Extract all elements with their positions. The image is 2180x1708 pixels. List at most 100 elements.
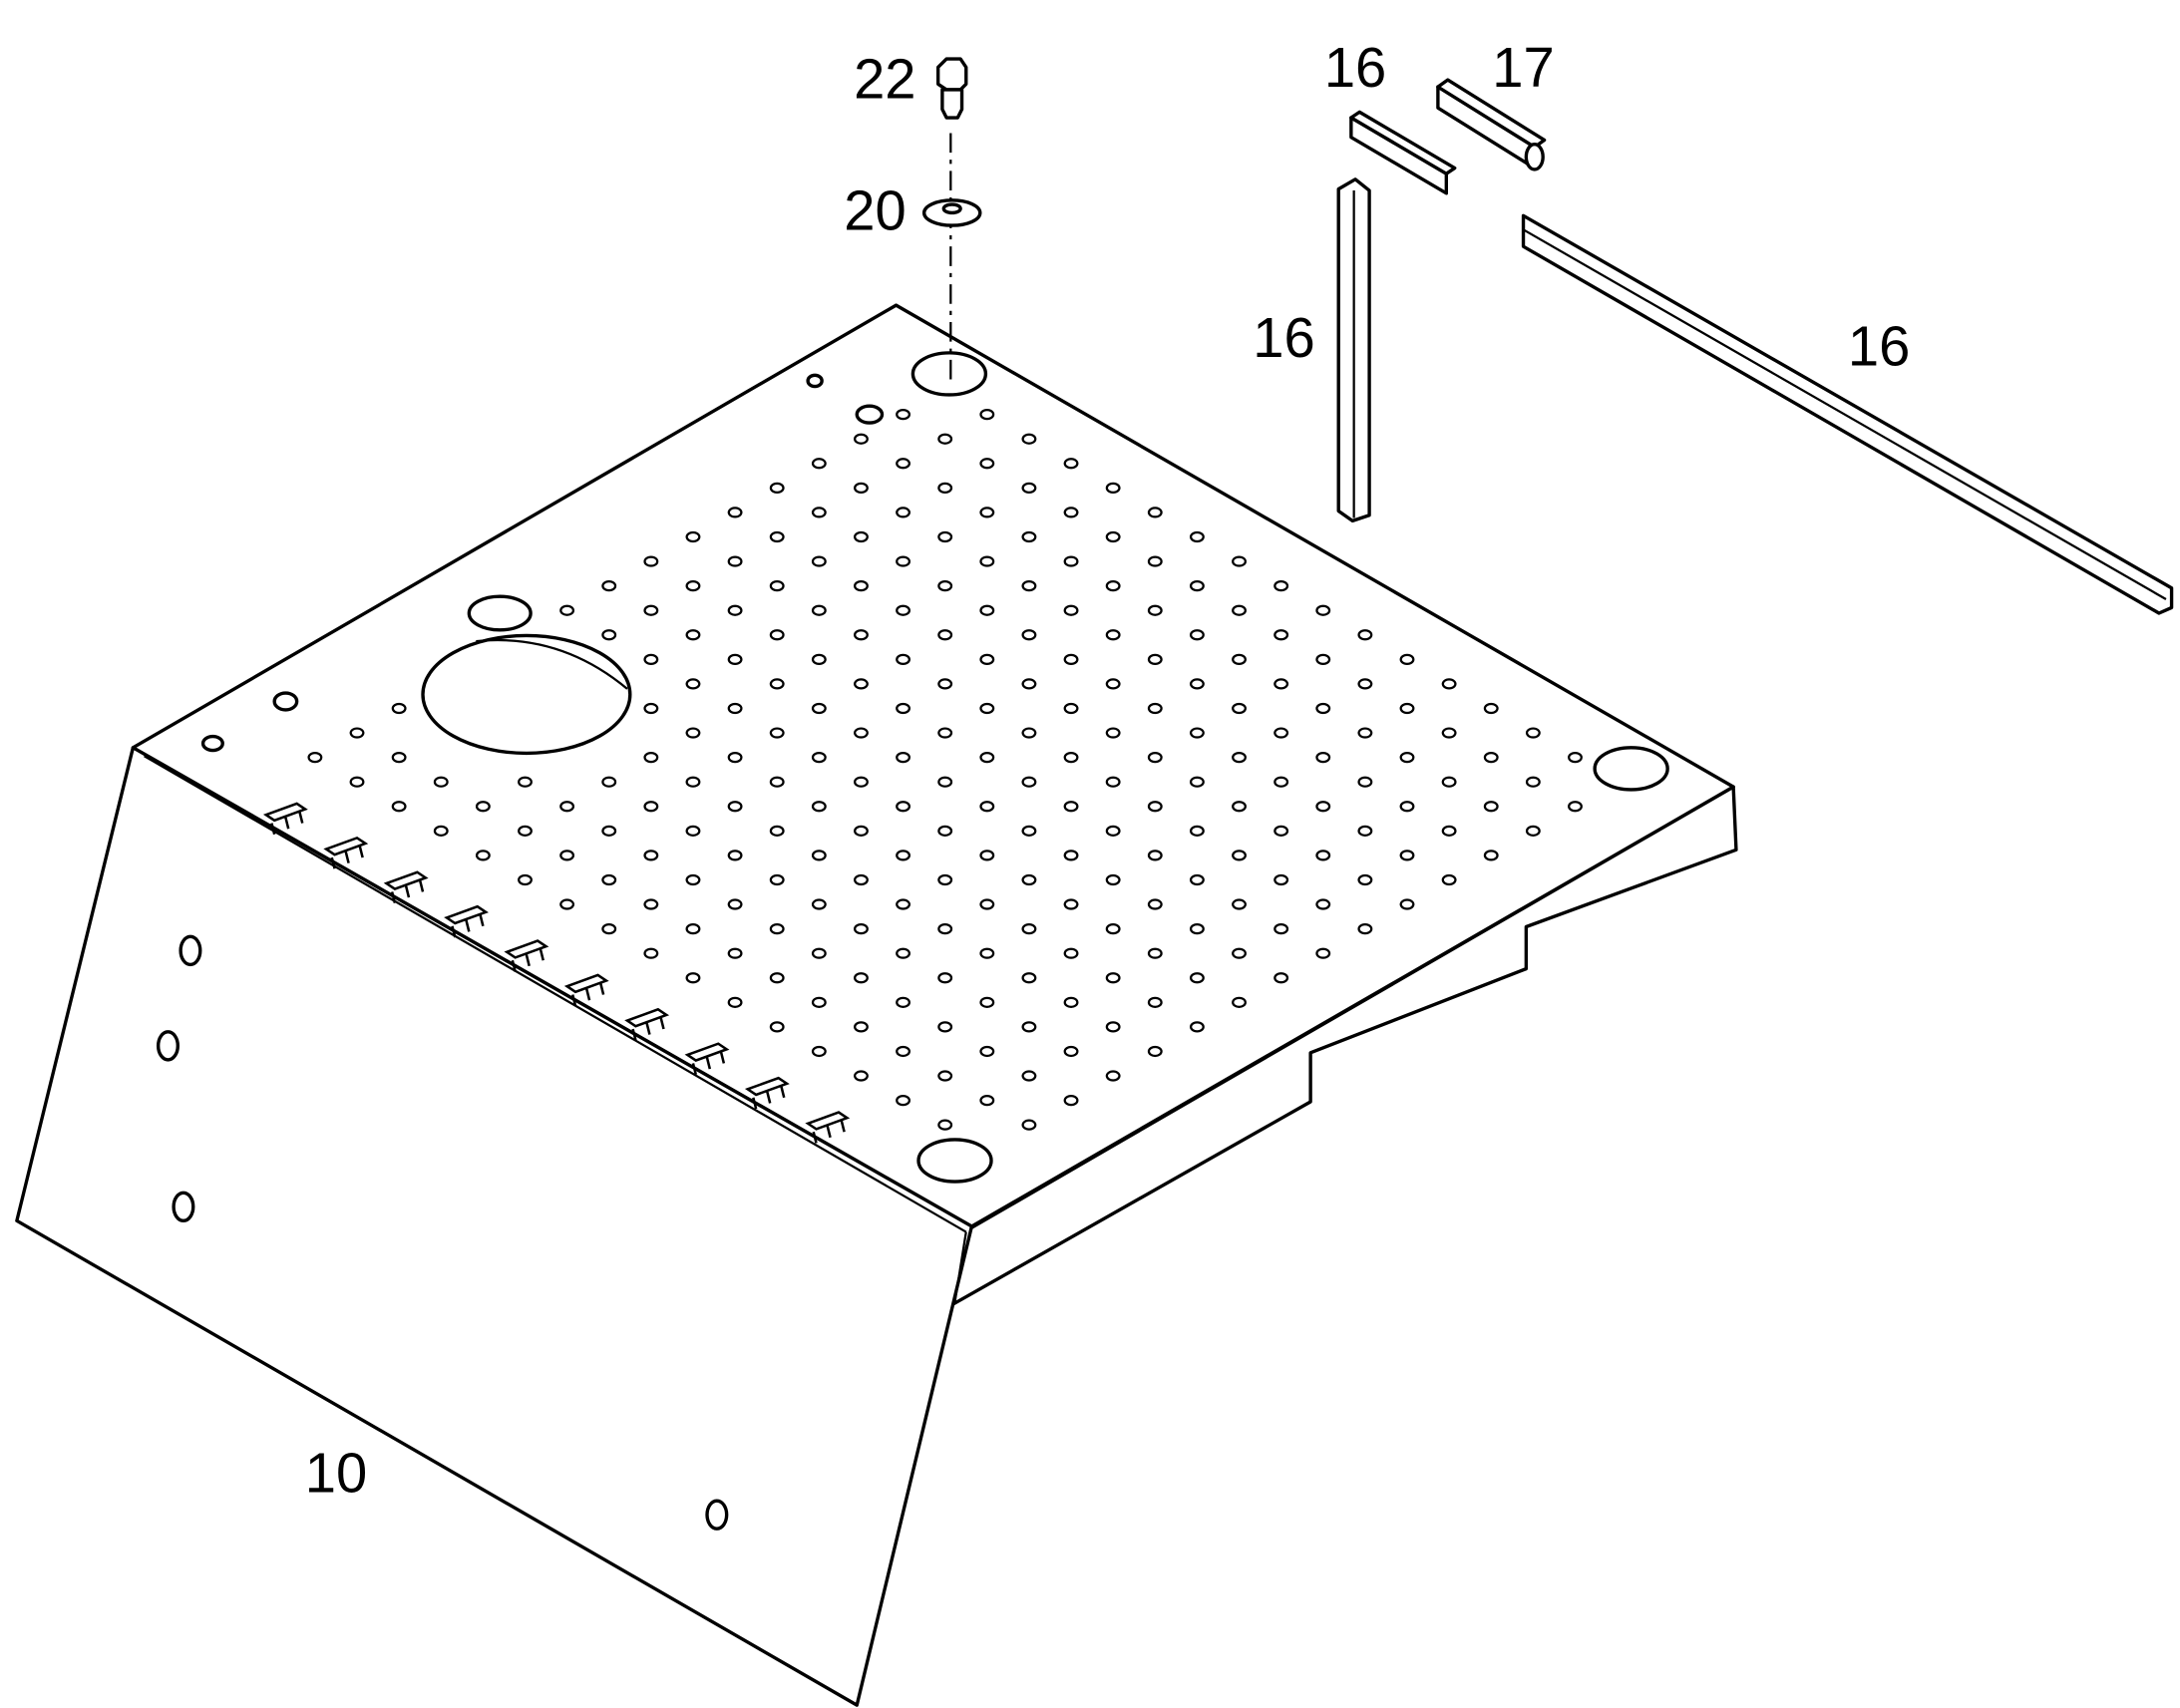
perforation-hole: [685, 727, 701, 739]
perforation-hole: [896, 1045, 911, 1058]
perforation-hole: [1399, 702, 1415, 715]
perforation-hole: [1441, 776, 1457, 788]
perforation-hole: [854, 433, 869, 445]
perforation-hole: [1273, 873, 1289, 886]
perforation-hole: [1021, 629, 1037, 641]
perforation-hole: [854, 1021, 869, 1033]
perforation-pattern: [307, 409, 1583, 1131]
perforation-hole: [1315, 752, 1331, 764]
floor-plate: [15, 303, 1738, 1707]
perforation-hole: [1315, 947, 1331, 959]
perforation-hole: [1232, 604, 1247, 616]
hole-2: [806, 373, 824, 389]
perforation-hole: [1189, 873, 1205, 886]
perforation-hole: [769, 972, 785, 984]
callout-16-short: 16: [1324, 36, 1386, 99]
perforation-hole: [727, 555, 743, 567]
perforation-hole: [1568, 801, 1583, 813]
perforation-hole: [349, 776, 365, 788]
perforation-hole: [811, 507, 827, 518]
perforation-hole: [1105, 972, 1121, 984]
perforation-hole: [1189, 825, 1205, 837]
slot-front: [916, 1138, 993, 1184]
perforation-hole: [1147, 996, 1163, 1008]
flap-hole-1: [179, 934, 202, 967]
perforation-hole: [1147, 604, 1163, 616]
edge-clip: [805, 1111, 851, 1144]
perforation-hole: [727, 752, 743, 764]
perforation-hole: [1021, 1021, 1037, 1033]
perforation-hole: [811, 702, 827, 715]
perforation-hole: [601, 825, 617, 837]
perforation-hole: [685, 922, 701, 935]
perforation-hole: [1063, 507, 1079, 518]
perforation-hole: [979, 752, 995, 764]
perforation-hole: [769, 1021, 785, 1033]
perforation-hole: [727, 996, 743, 1008]
perforation-hole: [854, 482, 869, 494]
perforation-hole: [896, 507, 911, 518]
perforation-hole: [1525, 727, 1541, 739]
perforation-hole: [979, 996, 995, 1008]
perforation-hole: [979, 702, 995, 715]
perforation-hole: [1105, 1021, 1121, 1033]
perforation-hole: [811, 752, 827, 764]
perforation-hole: [1483, 801, 1499, 813]
perforation-hole: [1399, 898, 1415, 910]
perforation-hole: [1232, 996, 1247, 1008]
perforation-hole: [769, 922, 785, 935]
perforation-hole: [937, 1070, 953, 1082]
perforation-hole: [475, 850, 491, 861]
perforation-hole: [1273, 629, 1289, 641]
slot-top-mid: [910, 351, 988, 397]
perforation-hole: [1357, 873, 1373, 886]
perforation-hole: [391, 801, 407, 813]
fold-hem-line: [144, 755, 967, 1233]
perforation-hole: [1273, 580, 1289, 592]
perforation-hole: [1021, 825, 1037, 837]
perforation-hole: [769, 629, 785, 641]
perforation-hole: [685, 629, 701, 641]
perforation-hole: [1189, 1021, 1205, 1033]
perforation-hole: [896, 947, 911, 959]
bolt-assembly: [921, 57, 982, 381]
large-cutout: [421, 633, 632, 756]
perforation-hole: [1399, 653, 1415, 665]
perforation-hole: [643, 850, 659, 861]
perforation-hole: [685, 825, 701, 837]
perforation-hole: [727, 947, 743, 959]
perforation-hole: [1273, 727, 1289, 739]
perforation-hole: [518, 873, 533, 886]
perforation-hole: [1147, 507, 1163, 518]
perforation-hole: [854, 629, 869, 641]
perforation-hole: [601, 776, 617, 788]
perforation-hole: [1189, 530, 1205, 543]
perforation-hole: [769, 580, 785, 592]
perforation-hole: [769, 482, 785, 494]
flap-edge-step: [953, 1231, 967, 1302]
perforation-hole: [643, 653, 659, 665]
large-cutout-inner: [476, 638, 628, 690]
perforation-hole: [937, 580, 953, 592]
perforation-hole: [1063, 996, 1079, 1008]
perforation-hole: [1147, 555, 1163, 567]
perforation-hole: [643, 555, 659, 567]
callout-10: 10: [305, 1442, 367, 1505]
perforation-hole: [769, 530, 785, 543]
perforation-hole: [896, 850, 911, 861]
perforation-hole: [1063, 947, 1079, 959]
perforation-hole: [769, 727, 785, 739]
perforation-hole: [854, 1070, 869, 1082]
perforation-hole: [1021, 580, 1037, 592]
perforation-hole: [979, 507, 995, 518]
perforation-hole: [979, 947, 995, 959]
perforation-hole: [1189, 922, 1205, 935]
perforation-hole: [1441, 825, 1457, 837]
perforation-hole: [727, 653, 743, 665]
edge-clip: [504, 939, 549, 972]
perforation-hole: [937, 727, 953, 739]
perforation-hole: [1063, 555, 1079, 567]
slot-left: [467, 594, 533, 632]
perforation-hole: [896, 752, 911, 764]
hole-4: [200, 734, 224, 753]
